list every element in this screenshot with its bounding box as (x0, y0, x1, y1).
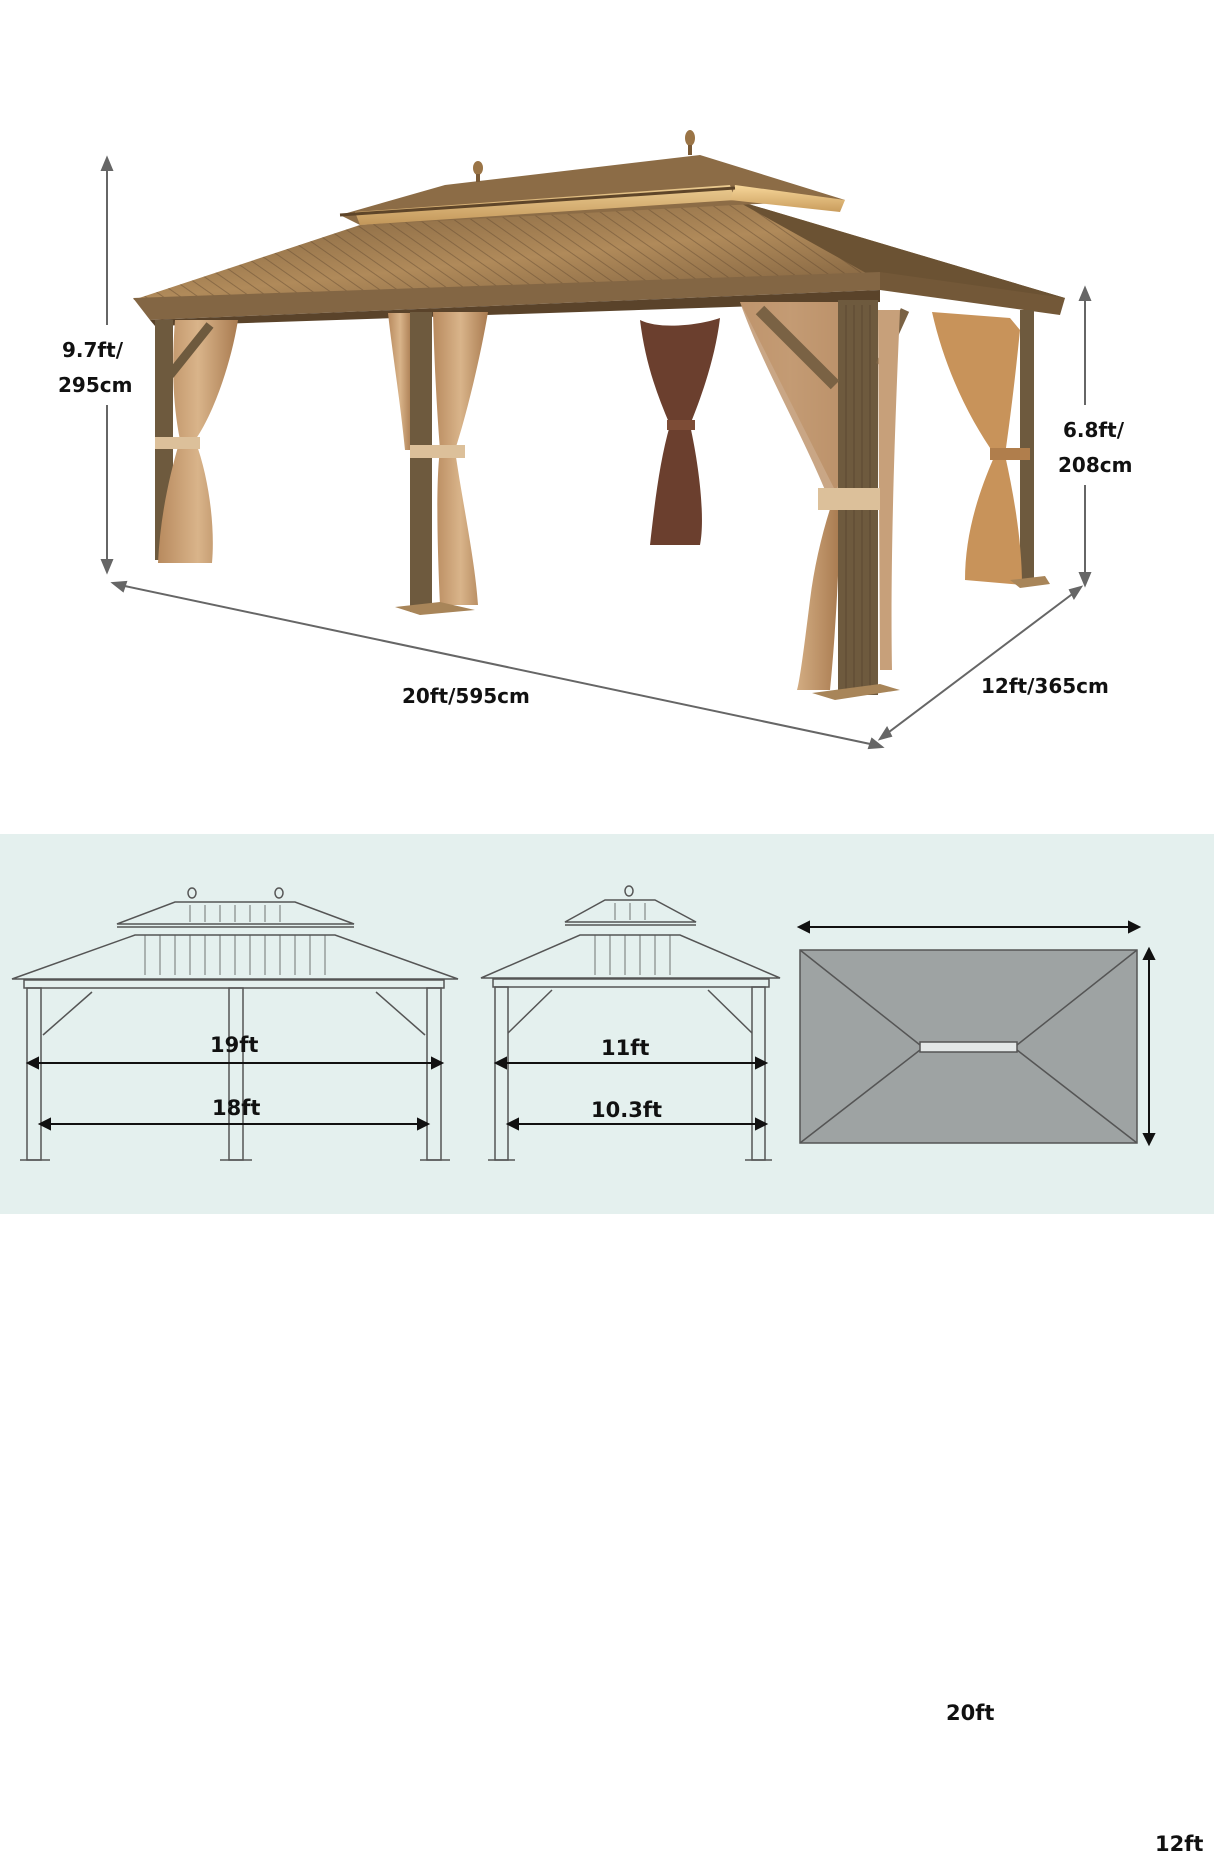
curtain-tieback (667, 420, 695, 430)
curtain-back-right (932, 312, 1022, 585)
top-width-label: 12ft (1155, 1832, 1204, 1856)
side-height-label-cm: 208cm (1058, 453, 1133, 477)
technical-drawings-panel: 19ft 18ft 11ft 10.3ft 20ft 12ft (0, 834, 1214, 1855)
finial-left (473, 161, 483, 182)
total-height-label-ft: 9.7ft/ (62, 338, 123, 362)
length-label: 20ft/595cm (402, 684, 530, 708)
brace (166, 322, 214, 378)
eave-beams (133, 272, 1065, 326)
width-label: 12ft/365cm (981, 674, 1109, 698)
side-view-drawing (480, 885, 781, 1161)
front-inner-span-label: 18ft (212, 1096, 261, 1120)
post-middle-front (410, 312, 432, 612)
side-height-label-ft: 6.8ft/ (1063, 418, 1124, 442)
top-view-drawing (799, 949, 1138, 1144)
side-outer-span-label: 11ft (601, 1036, 650, 1060)
line-drawings (11, 885, 1156, 1161)
curtain-left (158, 320, 238, 563)
curtain-back-center (640, 318, 720, 545)
curtain-tieback (990, 448, 1030, 460)
side-inner-span-label: 10.3ft (591, 1098, 662, 1122)
top-length-label: 20ft (946, 1701, 995, 1725)
curtain-middle (433, 312, 488, 605)
dimension-lines (100, 155, 1092, 750)
finial-right (685, 130, 695, 155)
front-outer-span-label: 19ft (210, 1033, 259, 1057)
brace (755, 305, 840, 390)
product-render-area: 9.7ft/ 295cm 6.8ft/ 208cm 20ft/595cm 12f… (0, 0, 1214, 834)
upper-roof (339, 155, 845, 225)
total-height-label-cm: 295cm (58, 373, 133, 397)
main-roof (133, 200, 1065, 305)
curtain-tieback (155, 437, 200, 449)
post-back-right (1020, 310, 1034, 580)
gazebo-3d-render (100, 130, 1092, 750)
curtain-tieback (818, 488, 880, 510)
curtain-tieback (410, 445, 465, 458)
front-view-drawing (11, 887, 459, 1161)
drawing-dimension-arrows (25, 920, 1156, 1147)
